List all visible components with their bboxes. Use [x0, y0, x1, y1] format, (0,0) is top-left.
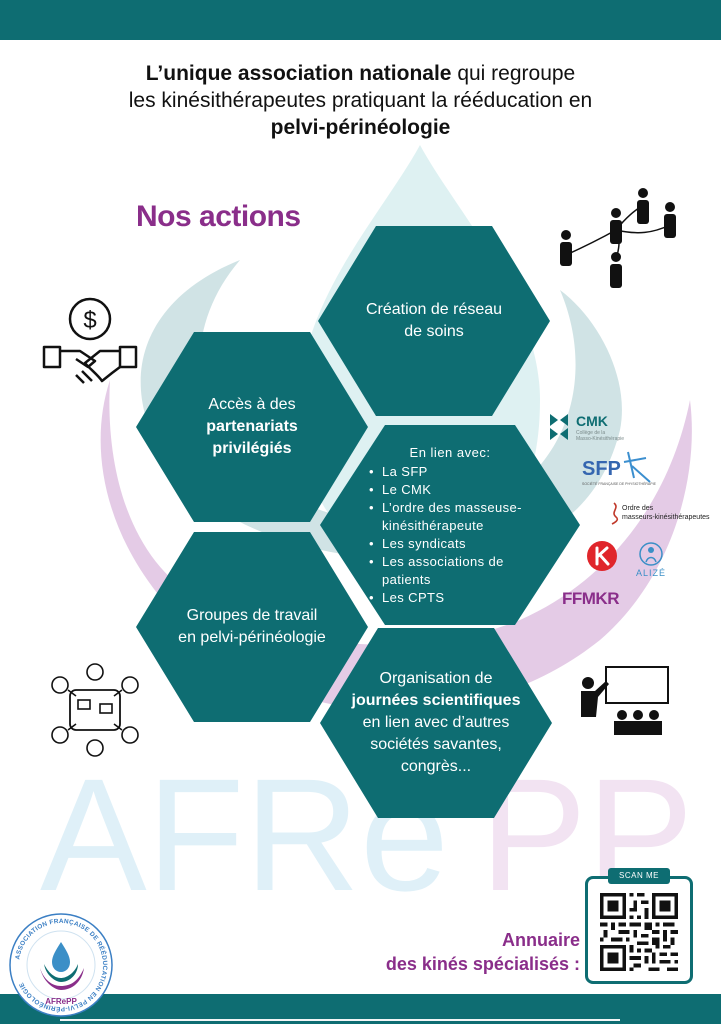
- hex-journees-scientifiques: Organisation de journées scientifiques e…: [320, 628, 552, 818]
- afrepp-seal-logo: ASSOCIATION FRANÇAISE DE RÉÉDUCATION EN …: [9, 913, 113, 1017]
- svg-text:Collège de la: Collège de la: [576, 430, 605, 436]
- red-k-logo: [587, 541, 617, 571]
- section-title: Nos actions: [136, 200, 301, 233]
- hex-groupes-de-travail: Groupes de travail en pelvi-périnéologie: [136, 532, 368, 722]
- seal-name: AFRePP: [45, 997, 77, 1006]
- svg-text:masseurs-kinésithérapeutes: masseurs-kinésithérapeutes: [622, 514, 710, 521]
- hex-reseau-text: Création de réseau de soins: [365, 301, 503, 340]
- list-item: Les associations de patients: [368, 553, 532, 589]
- hex-access-text: Accès à des: [208, 396, 296, 413]
- headline-rest: qui regroupe: [451, 62, 576, 85]
- list-item: Les syndicats: [368, 535, 532, 553]
- hex-journees-line1: Organisation de: [379, 670, 493, 687]
- ordre-logo: Ordre des masseurs-kinésithérapeutes: [611, 502, 710, 525]
- headline-line3: pelvi-périnéologie: [270, 116, 451, 139]
- top-banner: [0, 0, 721, 40]
- bottom-divider: [60, 1019, 620, 1021]
- hex-groups-line1: Groupes de travail: [186, 607, 318, 624]
- annuaire-text: Annuaire des kinés spécialisés :: [350, 928, 580, 976]
- qr-scan-label: SCAN ME: [608, 868, 670, 884]
- svg-text:SOCIÉTÉ FRANÇAISE DE PHYSIOTHÉ: SOCIÉTÉ FRANÇAISE DE PHYSIOTHÉRAPIE: [582, 481, 657, 486]
- money-handshake-icon: $: [42, 297, 138, 384]
- headline-bold: L’unique association nationale: [145, 62, 452, 85]
- svg-text:Masso-Kinésithérapie: Masso-Kinésithérapie: [576, 436, 624, 442]
- sfp-name: SFP: [582, 458, 621, 480]
- network-icon: [560, 188, 676, 288]
- qr-code-icon[interactable]: [600, 893, 678, 971]
- list-item: Le CMK: [368, 481, 532, 499]
- annuaire-line1: Annuaire: [501, 930, 580, 950]
- alize-name: ALIZÉ: [636, 568, 666, 578]
- presenter-icon: [581, 666, 669, 735]
- cmk-logo: CMK Collège de la Masso-Kinésithérapie: [550, 413, 624, 442]
- list-item: Les CPTS: [368, 589, 532, 607]
- links-list: La SFP Le CMK L’ordre des masseuse-kinés…: [368, 463, 532, 607]
- cmk-name: CMK: [576, 413, 608, 429]
- hex-journees-bold: journées scientifiques: [351, 692, 521, 709]
- ffmkr-logo: FFMKR: [562, 589, 619, 608]
- headline: L’unique association nationale qui regro…: [40, 60, 681, 141]
- hex-journees-rest: en lien avec d’autres sociétés savantes,…: [362, 714, 510, 775]
- svg-text:$: $: [83, 307, 96, 334]
- headline-line2: les kinésithérapeutes pratiquant la rééd…: [128, 89, 593, 112]
- sfp-logo: SFP SOCIÉTÉ FRANÇAISE DE PHYSIOTHÉRAPIE: [582, 451, 657, 486]
- team-meeting-icon: [51, 663, 139, 757]
- annuaire-line2: des kinés spécialisés :: [385, 954, 580, 974]
- list-item: La SFP: [368, 463, 532, 481]
- svg-text:Ordre des: Ordre des: [622, 505, 654, 512]
- list-item: L’ordre des masseuse-kinésithérapeute: [368, 499, 532, 535]
- hex-access-bold: partenariats privilégiés: [206, 418, 298, 457]
- links-heading: En lien avec:: [409, 444, 491, 460]
- alize-logo: ALIZÉ: [636, 542, 666, 578]
- hex-groups-line2: en pelvi-périnéologie: [178, 629, 326, 646]
